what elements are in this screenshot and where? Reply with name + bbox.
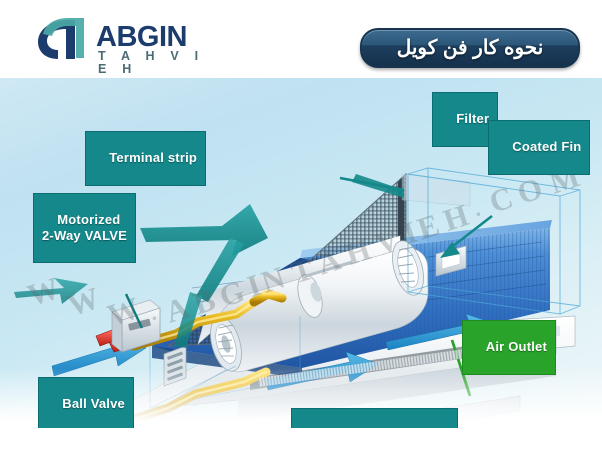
logo-subtitle: T A H V I E H — [98, 49, 205, 76]
page-header: ABGIN T A H V I E H نحوه کار فن کویل — [0, 0, 602, 78]
callout-ball-valve: Ball Valve — [38, 377, 134, 432]
abgin-a-mark-icon — [38, 18, 84, 59]
callout-leaders — [14, 204, 268, 348]
leader-coated-fin — [447, 214, 493, 252]
brand-logo: ABGIN T A H V I E H — [28, 14, 228, 75]
callout-terminal-strip-text: Terminal strip — [109, 150, 198, 166]
callout-ball-valve-text: Ball Valve — [62, 396, 125, 412]
callout-motorized-valve: Motorized 2-Way VALVE — [33, 193, 137, 264]
callout-air-outlet-text: Air Outlet — [485, 339, 547, 355]
callout-coated-fin-text: Coated Fin — [512, 139, 582, 155]
callout-motorized-valve-text: Motorized 2-Way VALVE — [42, 212, 128, 243]
callout-filter-text: Filter — [456, 111, 490, 127]
title-banner: نحوه کار فن کویل — [360, 28, 580, 68]
title-banner-text: نحوه کار فن کویل — [396, 37, 544, 59]
logo-wordmark: ABGIN — [96, 21, 187, 53]
callout-coated-fin: Coated Fin — [488, 120, 591, 175]
cabinet-wireframe — [407, 167, 581, 315]
callout-air-outlet: Air Outlet — [462, 320, 556, 375]
footer-band — [0, 428, 602, 451]
leader-motorized-valve — [124, 293, 144, 329]
callout-filter: Filter — [432, 92, 499, 147]
callout-terminal-strip: Terminal strip — [85, 131, 207, 186]
